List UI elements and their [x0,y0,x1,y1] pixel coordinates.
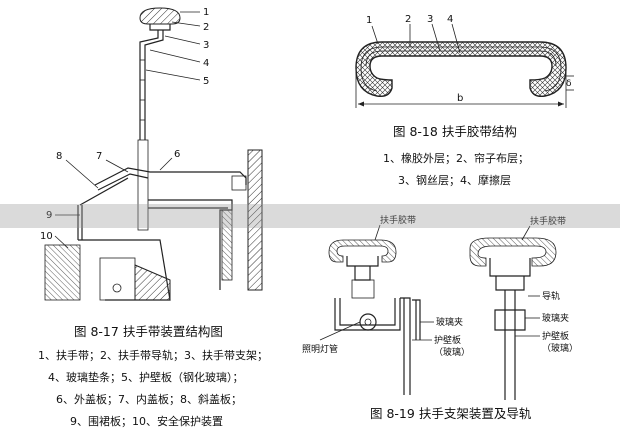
fig817-legend-1: 1、扶手带；2、扶手带导轨；3、扶手带支架； [38,348,268,362]
num-1-belt: 1 [366,15,372,26]
fig818-legend-1: 1、橡胶外层；2、帘子布层； [383,151,529,165]
handrail-belt [139,7,181,25]
label-guard-right: 护壁板 [542,330,569,342]
handrail-belt-section [355,41,567,98]
num-3-belt: 3 [427,14,433,25]
handrail-guide [149,24,171,31]
label-glass-clamp-right: 玻璃夹 [542,312,569,324]
slant-cover [79,177,129,206]
num-10: 10 [40,231,53,242]
watermark-band [0,204,620,228]
fig819-caption: 图 8-19 扶手支架装置及导轨 [370,406,532,421]
dim-b: b [457,93,463,104]
num-2: 2 [203,22,209,33]
num-7: 7 [96,151,102,162]
fig818-caption: 图 8-18 扶手胶带结构 [393,124,517,139]
fig-8-17: 1 2 3 4 5 6 7 8 9 10 图 8-17 [38,7,268,428]
handrail-left [328,239,397,263]
guide-rail-right [489,258,531,277]
fig-8-18: 1 2 3 4 b δ 图 8-18 扶手胶带结构 1、橡胶外层；2、帘子布层；… [355,14,574,187]
label-guard-right-2: （玻璃） [542,342,578,354]
leaders-1-5 [145,11,201,81]
outer-cover [94,167,247,186]
label-guard-left-2: （玻璃） [434,346,470,358]
fig817-caption: 图 8-17 扶手带装置结构图 [74,324,223,339]
wall [247,149,263,291]
safety-device [44,244,81,301]
num-1: 1 [203,7,209,18]
label-lamp: 照明灯管 [302,343,338,355]
label-handrail-left: 扶手胶带 [380,214,416,226]
num-3: 3 [203,40,209,51]
fig817-legend-4: 9、围裙板；10、安全保护装置 [70,414,223,428]
num-6: 6 [174,149,180,160]
inner-cover [97,173,149,191]
num-4: 4 [203,58,209,69]
handrail-bracket [139,30,159,140]
handrail-right [469,237,557,267]
num-2-belt: 2 [405,14,411,25]
num-9: 9 [46,210,52,221]
fig817-legend-2: 4、玻璃垫条；5、护壁板（钢化玻璃）； [48,370,244,384]
label-handrail-right: 扶手胶带 [530,215,566,227]
label-guard-left: 护壁板 [434,334,461,346]
num-5: 5 [203,76,209,87]
lamp-tube [359,313,377,331]
label-glass-clamp-left: 玻璃夹 [436,316,463,328]
fig-8-19: 扶手胶带 照明灯管 玻璃夹 护壁板 （玻璃） 扶手胶带 导轨 玻璃夹 护壁板 （… [302,214,578,421]
glass-panel [137,139,149,231]
num-4-belt: 4 [447,14,453,25]
fig817-legend-3: 6、外盖板；7、内盖板；8、斜盖板； [56,392,242,406]
dim-delta: δ [566,79,572,89]
num-8: 8 [56,151,62,162]
fig818-legend-2: 3、钢丝层；4、摩擦层 [398,173,511,187]
label-guide-rail: 导轨 [542,290,560,302]
